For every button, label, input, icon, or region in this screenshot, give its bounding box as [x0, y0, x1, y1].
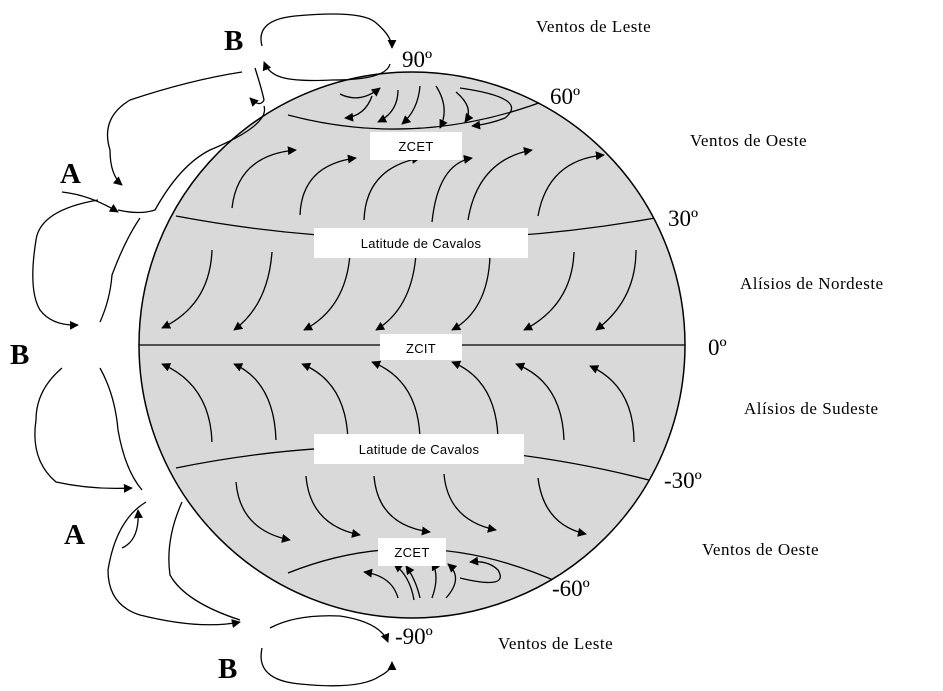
flow-arrow [523, 251, 575, 331]
flow-arrow [377, 89, 399, 123]
latitude-0: 0º [708, 335, 727, 360]
flow-arrow [445, 563, 458, 599]
circulation-cells [32, 13, 397, 687]
flow-arrow [363, 155, 421, 221]
latitude-minus30: -30º [664, 468, 702, 493]
flow-arrow [589, 365, 635, 443]
latitude-60-line [287, 97, 553, 130]
flow-arrow [459, 87, 513, 130]
flow-arrow [363, 568, 399, 599]
north-polar-winds [339, 85, 513, 130]
zcet-south-box [378, 538, 446, 566]
horse-north-box [314, 228, 528, 258]
horse-latitude-south-label: Latitude de Cavalos [359, 442, 480, 457]
polar-cell-south-top [269, 615, 390, 643]
flow-arrow [401, 85, 421, 125]
south-westerlies [235, 473, 587, 543]
hadley-cell-south-back [99, 367, 143, 491]
flow-arrow [537, 477, 587, 537]
zcit-label: ZCIT [406, 341, 436, 356]
flow-arrow [299, 154, 357, 216]
wind-labels: Ventos de Leste Ventos de Oeste Alísios … [498, 17, 884, 653]
hadley-cell-north-inner [61, 191, 119, 213]
flow-arrow [595, 249, 637, 331]
flow-arrow [451, 360, 499, 439]
pressure-a-upper: A [60, 158, 81, 190]
flow-arrow [235, 481, 291, 543]
polar-cell-north-top [260, 13, 397, 49]
ferrel-cell-south-up [121, 509, 144, 549]
flow-arrow [435, 85, 448, 129]
flow-arrow [231, 146, 297, 209]
ferrel-cell-north [106, 71, 243, 186]
wind-west-north: Ventos de Oeste [690, 131, 807, 150]
flow-arrow [305, 475, 361, 538]
wind-east-south: Ventos de Leste [498, 634, 613, 653]
wind-west-south: Ventos de Oeste [702, 540, 819, 559]
pressure-b-mid: B [10, 339, 29, 371]
flow-arrow [443, 473, 497, 533]
latitude-60: 60º [550, 84, 580, 109]
flow-arrow [371, 360, 421, 439]
flow-arrow [373, 475, 431, 536]
flow-arrow [467, 147, 533, 221]
wind-southeast-trades: Alísios de Sudeste [744, 399, 879, 418]
pressure-labels: B A B A B [10, 25, 243, 685]
hadley-cell-north-back [99, 217, 141, 323]
pressure-b-top: B [224, 25, 243, 57]
latitude-minus60: -60º [552, 576, 590, 601]
polar-cell-north-return [262, 61, 391, 82]
flow-arrow [537, 151, 605, 217]
ferrel-cell-south [107, 501, 241, 628]
wind-northeast-trades: Alísios de Nordeste [740, 274, 884, 293]
flow-arrow [405, 565, 421, 599]
flow-arrow [393, 563, 415, 601]
flow-arrow [233, 251, 273, 331]
flow-arrow [303, 253, 351, 331]
pressure-b-bottom: B [218, 653, 237, 685]
polar-cell-south-bottom [260, 647, 397, 687]
flow-arrow [161, 363, 213, 443]
pressure-a-lower: A [64, 519, 85, 551]
zcet-north-box [370, 132, 462, 160]
zcit-box [380, 334, 462, 360]
flow-arrow [375, 253, 417, 331]
flow-arrow [451, 255, 491, 331]
horse-latitude-north-label: Latitude de Cavalos [361, 236, 482, 251]
flow-arrow [233, 363, 277, 441]
wind-east-north: Ventos de Leste [536, 17, 651, 36]
north-westerlies [231, 146, 605, 223]
flow-arrow [431, 154, 473, 223]
flow-arrow [455, 91, 474, 123]
ferrel-cell-north-right [117, 105, 266, 214]
flow-arrow [161, 249, 213, 329]
cell-descending-upper [249, 67, 265, 107]
ferrel-cell-south-back [168, 501, 241, 621]
northeast-trades [161, 249, 637, 331]
flow-arrow [459, 556, 501, 584]
latitude-90: 90º [402, 47, 432, 72]
latitude-labels: 90º 60º 30º 0º -30º -60º -90º [395, 47, 727, 649]
zone-labels: ZCET Latitude de Cavalos ZCIT Latitude d… [314, 132, 528, 566]
flow-arrow [515, 362, 565, 441]
latitude-minus90: -90º [395, 624, 433, 649]
latitude-30: 30º [668, 206, 698, 231]
horse-south-box [314, 434, 524, 464]
southeast-trades [161, 360, 635, 443]
hadley-cell-south-top [34, 367, 133, 493]
zcet-south-label: ZCET [394, 545, 429, 560]
zcet-north-label: ZCET [398, 139, 433, 154]
hadley-cell-north-top [32, 199, 99, 330]
flow-arrow [301, 362, 349, 441]
flow-arrow [339, 87, 381, 99]
flow-arrow [344, 95, 373, 122]
south-polar-winds [363, 556, 501, 601]
